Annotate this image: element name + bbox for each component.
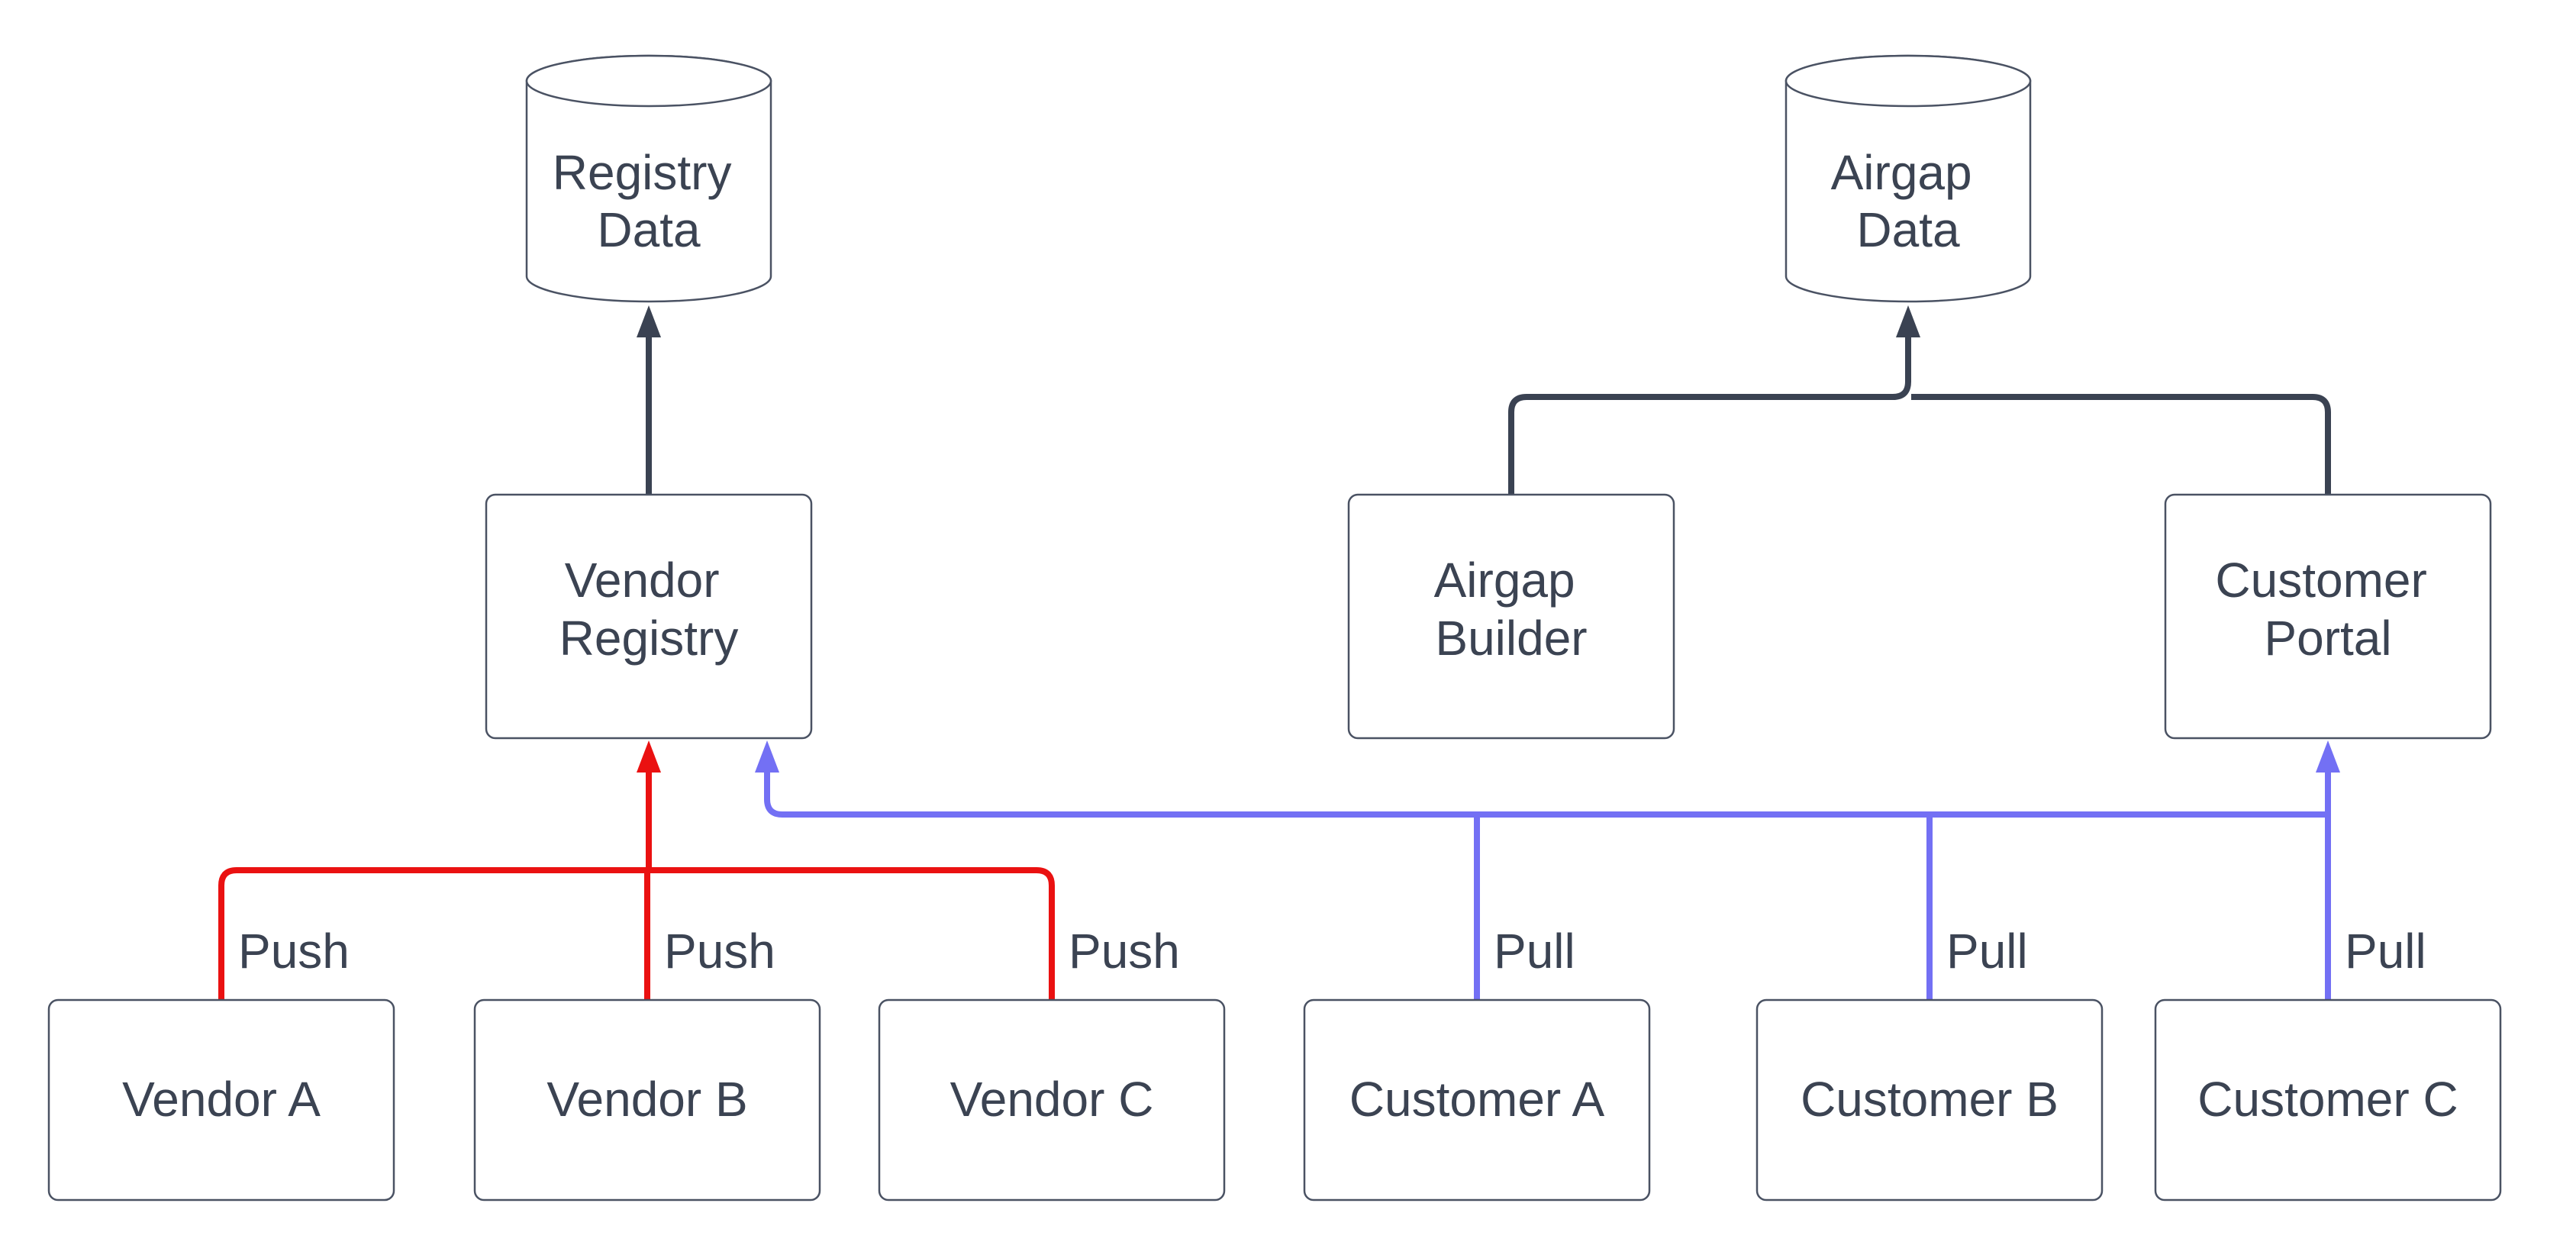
- box-outline: [47, 998, 395, 1202]
- node-label: Vendor A: [122, 1072, 321, 1127]
- pull-label-customer-c: Pull: [2345, 924, 2426, 979]
- node-label-line1: Registry: [553, 145, 732, 200]
- node-label: Customer B: [1801, 1072, 2059, 1127]
- node-airgap-builder: Airgap Builder: [1347, 493, 1675, 740]
- node-vendor-c: Vendor C: [878, 998, 1226, 1202]
- connector-line: [1508, 337, 1911, 495]
- edge-customer-portal-to-airgap-data: [1911, 394, 2331, 495]
- pull-label-customer-b: Pull: [1946, 924, 2028, 979]
- database-cylinder-top: [1785, 54, 2032, 108]
- arrowhead-up-icon: [637, 305, 661, 337]
- box-outline: [2164, 493, 2492, 740]
- node-label-line1: Airgap: [1831, 145, 1972, 200]
- node-label-line2: Data: [1856, 202, 1960, 257]
- arrowhead-up-icon: [1896, 305, 1920, 337]
- node-label: Customer A: [1349, 1072, 1605, 1127]
- node-label: Customer Portal: [2215, 553, 2440, 666]
- node-registry-data: Registry Data: [525, 54, 772, 303]
- box-outline: [1347, 493, 1675, 740]
- edge-airgap-builder-to-airgap-data: [1508, 305, 1920, 495]
- arrowhead-up-icon: [755, 740, 779, 773]
- node-label-line1: Vendor: [565, 553, 720, 608]
- box-outline: [878, 998, 1226, 1202]
- node-customer-a: Customer A: [1303, 998, 1651, 1202]
- node-label-line2: Builder: [1435, 611, 1587, 666]
- node-vendor-a: Vendor A: [47, 998, 395, 1202]
- node-vendor-b: Vendor B: [473, 998, 821, 1202]
- box-outline: [485, 493, 813, 740]
- node-customer-b: Customer B: [1755, 998, 2104, 1202]
- pull-bus-line: [764, 773, 2328, 818]
- node-label: Vendor Registry: [559, 553, 739, 666]
- push-label-vendor-b: Push: [664, 924, 775, 979]
- connector-line: [1911, 394, 2331, 495]
- node-customer-portal: Customer Portal: [2164, 493, 2492, 740]
- node-label: Vendor C: [950, 1072, 1154, 1127]
- push-label-vendor-a: Push: [238, 924, 350, 979]
- edge-pull-group: [755, 740, 2340, 1000]
- database-cylinder-top: [525, 54, 772, 108]
- node-label-line1: Airgap: [1434, 553, 1575, 608]
- node-label: Customer C: [2197, 1072, 2458, 1127]
- node-airgap-data: Airgap Data: [1785, 54, 2032, 303]
- box-outline: [473, 998, 821, 1202]
- pull-label-customer-a: Pull: [1494, 924, 1575, 979]
- edge-push-group: [218, 740, 1055, 1000]
- edge-vendor-registry-to-registry-data: [637, 305, 661, 495]
- node-label-line2: Portal: [2264, 611, 2391, 666]
- arrowhead-up-icon: [637, 740, 661, 773]
- box-outline: [1303, 998, 1651, 1202]
- node-label: Vendor B: [546, 1072, 747, 1127]
- box-outline: [2154, 998, 2502, 1202]
- node-label: Airgap Builder: [1434, 553, 1589, 666]
- push-bus-line: [218, 867, 1055, 1000]
- node-vendor-registry: Vendor Registry: [485, 493, 813, 740]
- node-label-line2: Data: [597, 202, 701, 257]
- node-label: Airgap Data: [1831, 145, 1986, 257]
- node-label-line2: Registry: [559, 611, 739, 666]
- arrowhead-up-icon: [2316, 740, 2340, 773]
- node-customer-c: Customer C: [2154, 998, 2502, 1202]
- push-label-vendor-c: Push: [1069, 924, 1180, 979]
- box-outline: [1755, 998, 2104, 1202]
- node-label-line1: Customer: [2215, 553, 2426, 608]
- node-label: Registry Data: [553, 145, 746, 257]
